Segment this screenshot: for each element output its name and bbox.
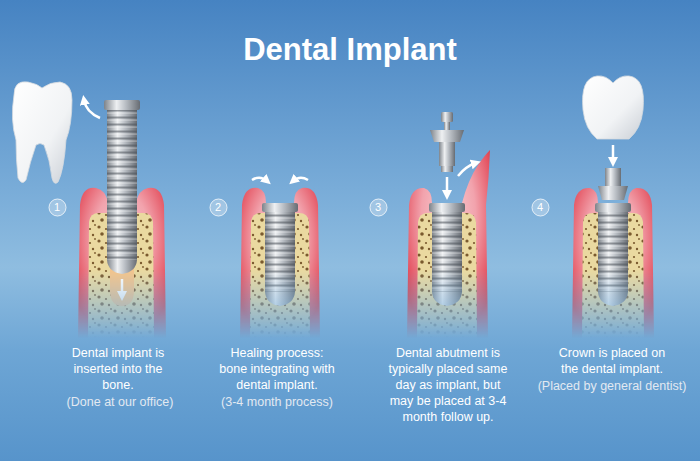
abutment-cap: [441, 112, 453, 122]
step-number: 2: [209, 198, 228, 217]
abutment-neck: [444, 122, 450, 130]
implant-collar: [429, 203, 465, 212]
step-caption: Crown is placed on the dental implant.: [550, 345, 674, 377]
abutment-post: [439, 142, 455, 166]
callout-number: 1: [48, 199, 67, 216]
bone-pores: [417, 213, 477, 338]
crown-arrow: [612, 145, 615, 162]
implant-threads: [265, 212, 295, 292]
implant-tip: [432, 292, 462, 306]
step-circle-outline: [210, 199, 227, 216]
abutment-flange: [430, 130, 464, 142]
removal-arrow: [84, 100, 100, 118]
extracted-tooth: [12, 82, 72, 184]
panel-4-jaw: [572, 168, 654, 338]
bone-pores: [250, 213, 310, 338]
healing-arrow: [252, 178, 267, 181]
step-circle-outline: [49, 199, 66, 216]
step-number: 1: [48, 198, 67, 217]
placement-arrow: [446, 177, 449, 195]
abutment-flange: [598, 186, 628, 200]
implant-threads: [107, 110, 137, 260]
implant-screw: [265, 212, 295, 292]
callout-number: 3: [369, 199, 388, 216]
jaw-bone: [417, 213, 477, 338]
step-caption: Dental implant is inserted into the bone…: [68, 345, 168, 393]
implant-collar: [104, 100, 140, 110]
callout-number: 4: [531, 199, 550, 216]
panel-2-jaw: [240, 188, 320, 338]
jaw-bone: [250, 213, 310, 338]
gum-tissue: [240, 188, 320, 338]
callout-number: 2: [209, 199, 228, 216]
jaw-bone: [582, 213, 644, 338]
implant-screw: [107, 110, 137, 260]
abutment-base: [441, 166, 453, 172]
step-note: (Done at our office): [67, 394, 174, 410]
implant-tip: [107, 260, 137, 274]
step-circle-outline: [532, 199, 549, 216]
crown: [583, 76, 644, 139]
gum-tissue: [572, 188, 654, 338]
implant-screw: [598, 212, 628, 292]
implant-collar: [595, 203, 631, 212]
step-note: (Placed by general dentist): [538, 378, 687, 394]
implant-collar: [262, 203, 298, 212]
step-note: (3-4 month process): [221, 394, 333, 410]
insert-arrow: [121, 279, 124, 296]
abutment-post: [605, 168, 621, 187]
diagram-title: Dental Implant: [243, 32, 457, 68]
bone-pores: [582, 213, 644, 338]
implant-screw: [432, 212, 462, 292]
implant-threads: [432, 212, 462, 292]
flap-arrow: [458, 163, 476, 176]
panel-3-jaw: [407, 150, 490, 338]
step-number: 3: [369, 198, 388, 217]
panel-1-jaw: [78, 100, 166, 338]
step-number: 4: [531, 198, 550, 217]
step-caption: Healing process: bone integrating with d…: [217, 345, 337, 393]
implant-tip: [265, 292, 295, 306]
step-caption: Dental abutment is typically placed same…: [386, 345, 510, 425]
implant-tip: [598, 292, 628, 306]
implant-threads: [598, 212, 628, 292]
step-circle-outline: [370, 199, 387, 216]
healing-arrow: [293, 178, 308, 181]
gum-flap: [407, 150, 490, 338]
